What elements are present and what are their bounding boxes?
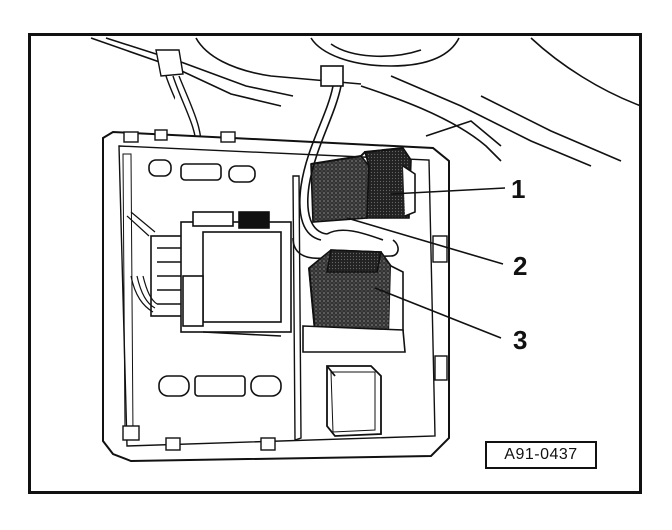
callout-2: 2 (513, 251, 528, 281)
lower-left-cutouts (158, 375, 282, 397)
leader-lines (346, 187, 506, 339)
figure-reference-code: A91-0437 (485, 441, 597, 469)
right-clips (432, 235, 448, 381)
connector-block (150, 211, 292, 337)
upper-left-cutouts (148, 159, 256, 183)
callout-3: 3 (513, 325, 528, 355)
lower-relay (326, 365, 382, 437)
housing-clips (122, 129, 276, 451)
diagram-frame: 1 2 3 (28, 33, 642, 494)
control-unit-illustration (90, 37, 639, 463)
component-1 (310, 147, 416, 223)
background-trim (90, 37, 639, 167)
component-2 (292, 65, 399, 260)
callout-1: 1 (511, 174, 526, 204)
wire-bundle (126, 211, 158, 313)
partition (292, 175, 302, 441)
component-3 (302, 249, 406, 353)
